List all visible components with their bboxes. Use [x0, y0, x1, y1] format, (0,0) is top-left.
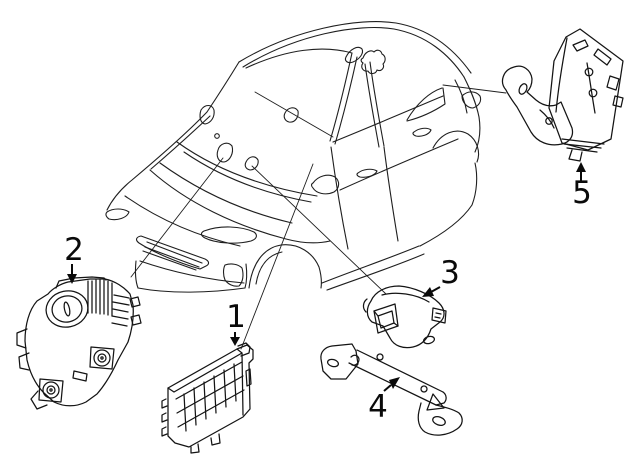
callout-3-arrow: [430, 286, 441, 293]
front-end: [105, 208, 257, 293]
vehicle-outline: [105, 21, 482, 293]
a-pillar-fender: [106, 61, 240, 211]
rear-end: [454, 76, 482, 153]
callout-5-arrowhead: [576, 162, 586, 172]
callout-4-arrow: [383, 384, 392, 392]
roof-rails: [238, 21, 472, 78]
leader-part-1: [240, 163, 314, 350]
windshield: [176, 48, 358, 203]
part-2-details: [16, 276, 142, 410]
part-5-module-bracket-drawing[interactable]: [501, 28, 624, 162]
leader-part-5: [442, 84, 507, 94]
callout-4[interactable]: 4: [368, 377, 400, 425]
leader-lines: [130, 84, 507, 350]
hood: [124, 162, 331, 247]
leader-windshield-module: [254, 91, 334, 138]
callout-3[interactable]: 3: [422, 255, 460, 297]
callout-1[interactable]: 1: [226, 299, 246, 346]
leader-part-2: [130, 157, 224, 278]
module-location-markers: [214, 107, 299, 171]
callout-3-arrowhead: [422, 287, 434, 297]
part-1-fuse-box-drawing[interactable]: [161, 342, 254, 454]
callout-4-arrowhead: [389, 377, 400, 389]
part-4-mounting-bracket-drawing[interactable]: [320, 343, 463, 436]
callout-2-arrowhead: [67, 274, 77, 284]
callout-2-label[interactable]: 2: [64, 232, 84, 268]
body-side: [330, 61, 459, 250]
part-5-details: [501, 37, 624, 162]
part-3-details: [362, 292, 447, 345]
callout-3-label[interactable]: 3: [440, 255, 460, 291]
roof-cutouts: [344, 46, 386, 75]
callout-2[interactable]: 2: [64, 232, 84, 284]
callout-5[interactable]: 5: [572, 162, 592, 211]
callout-1-arrowhead: [230, 337, 240, 346]
callout-1-label[interactable]: 1: [226, 299, 246, 335]
part-1-details: [161, 342, 252, 454]
part-2-control-module-drawing[interactable]: [16, 276, 142, 410]
callout-5-label[interactable]: 5: [572, 175, 592, 211]
leader-part-3: [251, 165, 387, 295]
part-4-details: [326, 349, 463, 436]
side-mirrors: [199, 104, 340, 195]
callout-4-label[interactable]: 4: [368, 389, 388, 425]
part-3-sensor-module-drawing[interactable]: [362, 285, 447, 349]
